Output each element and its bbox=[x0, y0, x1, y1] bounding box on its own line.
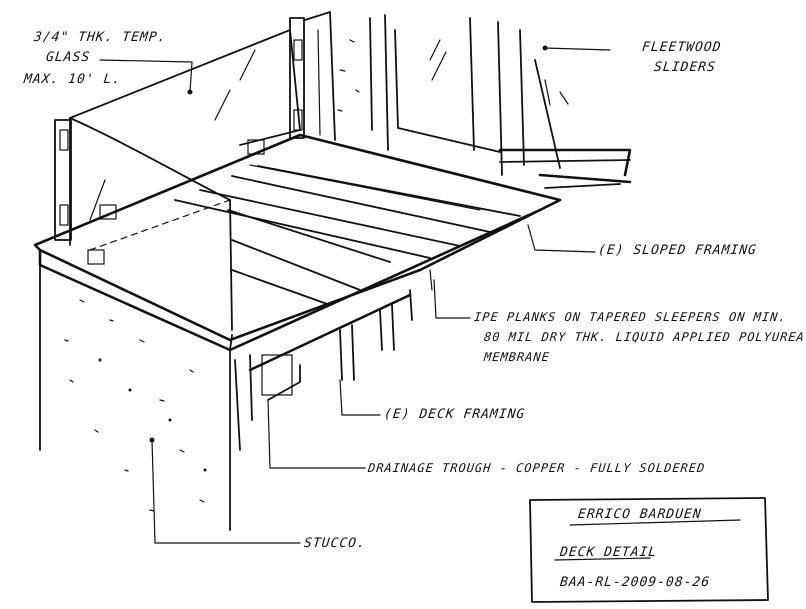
sliders-label-line1: FLEETWOOD bbox=[641, 40, 723, 55]
title-drawing-number: BAA-RL-2009-08-26 bbox=[559, 575, 711, 590]
drainage-label: DRAINAGE TROUGH - COPPER - FULLY SOLDERE… bbox=[367, 461, 707, 475]
stucco-wall bbox=[39, 264, 231, 531]
title-block bbox=[529, 497, 769, 603]
glass-railing bbox=[54, 17, 305, 331]
leader-lines bbox=[99, 45, 611, 544]
glass-label-line2: GLASS bbox=[45, 50, 91, 65]
deck-framing-label: (E) DECK FRAMING bbox=[383, 407, 527, 422]
sliders-frame bbox=[369, 14, 632, 189]
planks-label-line1: IPE PLANKS ON TAPERED SLEEPERS ON MIN. bbox=[473, 310, 788, 324]
title-drawing-name: DECK DETAIL bbox=[559, 545, 658, 560]
planks-label-line3: MEMBRANE bbox=[483, 350, 551, 364]
deck-planks bbox=[33, 133, 562, 352]
building-wall bbox=[304, 11, 360, 141]
sloped-framing-label: (E) SLOPED FRAMING bbox=[597, 243, 758, 258]
planks-label-line2: 80 MIL DRY THK. LIQUID APPLIED POLYUREA bbox=[483, 330, 806, 344]
glass-label-line3: MAX. 10' L. bbox=[23, 72, 122, 87]
sliders-label-line2: SLIDERS bbox=[653, 60, 717, 75]
stucco-label: STUCCO. bbox=[303, 536, 367, 551]
deck-framing-structure bbox=[234, 269, 433, 451]
glass-label-line1: 3/4" THK. TEMP. bbox=[33, 30, 168, 45]
title-author: ERRICO BARDUEN bbox=[577, 507, 703, 522]
